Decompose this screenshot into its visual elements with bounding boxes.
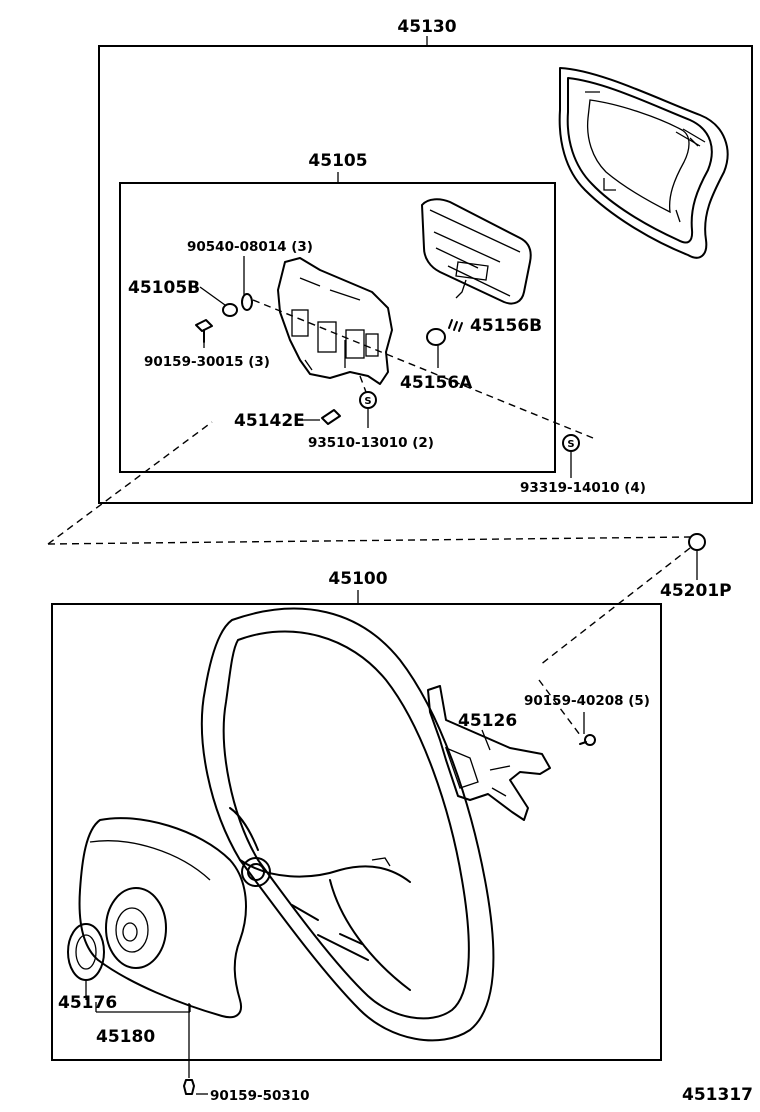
- contact-ring: [67, 923, 105, 981]
- label-contact-a: 45156A: [400, 373, 473, 393]
- label-cover: 45180: [96, 1027, 155, 1047]
- label-bolt-b: 90159-50310: [210, 1088, 310, 1104]
- label-screw-a: 90540-08014 (3): [187, 239, 313, 255]
- assembly-dash-lines: [47, 299, 691, 736]
- horn-bracket: [277, 257, 393, 385]
- label-bracket: 45126: [458, 711, 517, 731]
- label-clip: 45201P: [660, 581, 732, 601]
- steering-wheel: [200, 607, 495, 1042]
- label-ring: 45176: [58, 993, 117, 1013]
- label-contact-e: 45142E: [234, 411, 305, 431]
- label-pad-assembly: 45130: [397, 17, 456, 37]
- steering-pad: [558, 67, 729, 259]
- bottom-bolt: [183, 1003, 195, 1095]
- label-bolt-a: 90159-40208 (5): [524, 693, 650, 709]
- washer-symbol-a: S: [364, 396, 371, 407]
- label-wheel-assembly: 45100: [328, 569, 387, 589]
- wheel-assembly-frame: [51, 603, 662, 1061]
- label-nut-b: 45105B: [128, 278, 200, 298]
- leader-lines: [85, 256, 698, 1095]
- washer-symbol-b: S: [567, 439, 574, 450]
- label-washer-b: 93319-14010 (4): [520, 480, 646, 496]
- label-spring-b: 45156B: [470, 316, 542, 336]
- spoke-bracket: [427, 533, 706, 821]
- horn-small-parts: S S: [195, 293, 580, 452]
- label-screw-c: 90159-30015 (3): [144, 354, 270, 370]
- label-horn-assembly: 45105: [308, 151, 367, 171]
- label-washer-a: 93510-13010 (2): [308, 435, 434, 451]
- horn-plate: [421, 198, 532, 305]
- label-figure-number: 451317: [682, 1085, 753, 1105]
- steering-cover: [78, 817, 247, 1019]
- pad-assembly-frame: [98, 45, 753, 504]
